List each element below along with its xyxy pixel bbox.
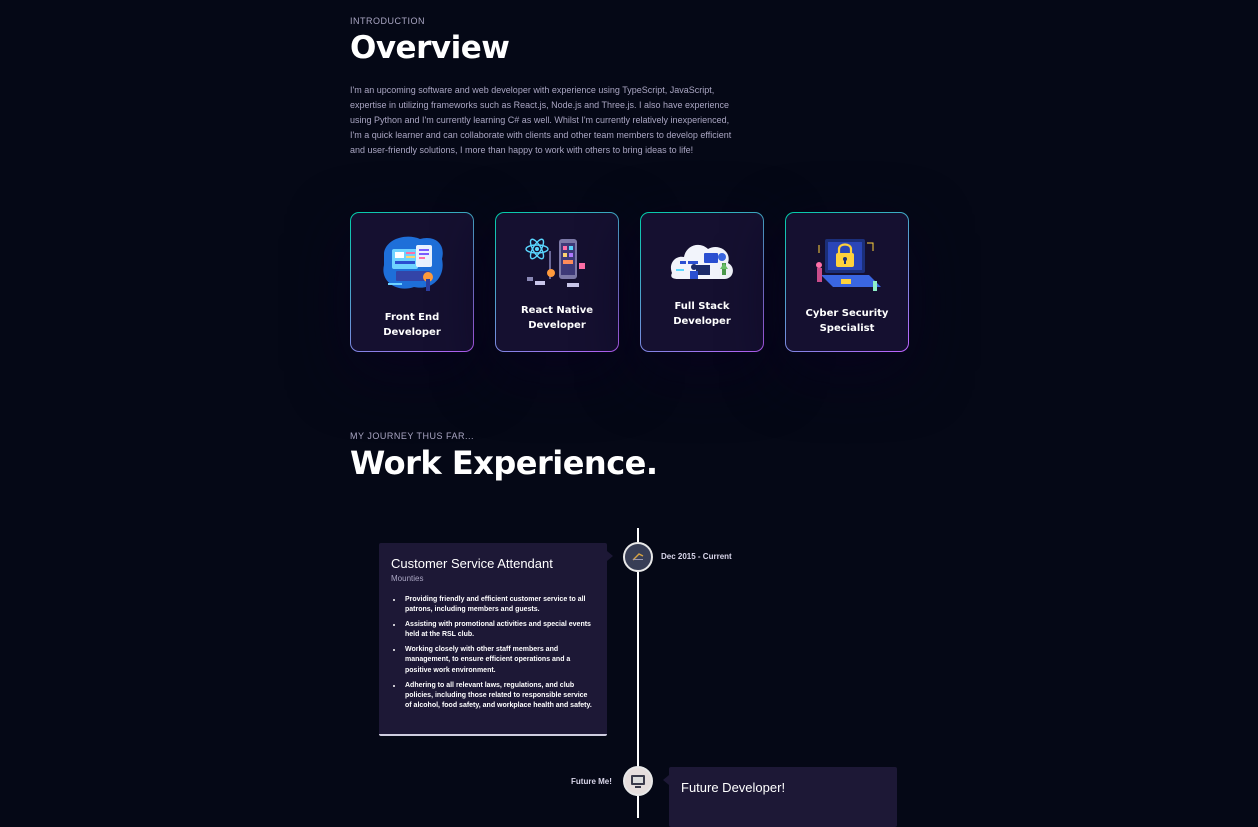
service-title-line1: React Native (520, 305, 594, 316)
service-card-frontend[interactable]: Front End Developer (350, 212, 474, 352)
overview-text: I'm an upcoming software and web develop… (350, 85, 732, 155)
experience-point: Working closely with other staff members… (403, 645, 595, 676)
experience-title: Work Experience. (350, 444, 658, 482)
experience-card-arrow (607, 551, 613, 561)
fullstack-illustration-icon (670, 244, 733, 279)
experience-card-arrow (663, 775, 669, 785)
experience-title-text: Customer Service Attendant (391, 556, 553, 571)
timeline-line (637, 528, 639, 818)
experience-company: Mounties (391, 574, 424, 583)
service-title-line1: Front End (384, 312, 440, 323)
experience-subtitle: My journey thus far... (350, 431, 475, 441)
service-title-line2: Developer (673, 316, 731, 327)
experience-title-text: Future Developer! (681, 780, 786, 795)
service-title-line2: Specialist (819, 323, 875, 334)
experience-date: Future Me! (571, 777, 612, 786)
experience-card: Customer Service Attendant Mounties Prov… (379, 543, 607, 736)
experience-points: Providing friendly and efficient custome… (391, 595, 595, 711)
experience-point: Assisting with promotional activities an… (403, 620, 595, 641)
service-title-line2: Developer (383, 327, 441, 338)
service-title-line2: Developer (528, 320, 586, 331)
overview-subtitle: Introduction (350, 16, 425, 26)
experience-point: Providing friendly and efficient custome… (403, 595, 595, 616)
computer-icon (623, 766, 653, 796)
service-title-line1: Cyber Security (805, 308, 889, 319)
experience-point: Adhering to all relevant laws, regulatio… (403, 681, 595, 712)
company-logo-icon (623, 542, 653, 572)
cyber-security-illustration-icon (816, 239, 881, 291)
react-native-illustration-icon (525, 238, 585, 287)
experience-card: Future Developer! (669, 767, 897, 827)
experience-date: Dec 2015 - Current (661, 552, 732, 561)
service-title-line1: Full Stack (674, 301, 730, 312)
frontend-illustration-icon (383, 236, 443, 291)
service-card-cyber-security[interactable]: Cyber Security Specialist (785, 212, 909, 352)
overview-title: Overview (350, 30, 510, 66)
service-card-fullstack[interactable]: Full Stack Developer (640, 212, 764, 352)
service-card-react-native[interactable]: React Native Developer (495, 212, 619, 352)
